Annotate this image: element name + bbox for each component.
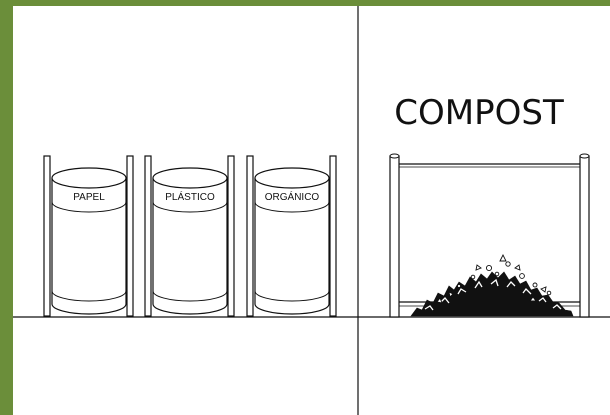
compost-post-left	[390, 156, 399, 317]
compost-post-right-cap	[580, 154, 589, 158]
bin-papel-label: PAPEL	[73, 192, 105, 203]
compost-bin	[390, 154, 589, 317]
compost-post-left-cap	[390, 154, 399, 158]
bin-organico-post-left	[247, 156, 253, 316]
bin-plastico-label: PLÁSTICO	[165, 190, 215, 203]
diagram-canvas: PAPEL PLÁSTICO ORGÁNICO	[13, 6, 610, 415]
compost-post-right	[580, 156, 589, 317]
bin-organico-rim	[255, 168, 329, 188]
bin-plastico-post-right	[228, 156, 234, 316]
bin-organico: ORGÁNICO	[247, 156, 336, 316]
bin-plastico: PLÁSTICO	[145, 156, 234, 316]
bin-papel-post-left	[44, 156, 50, 316]
bin-organico-label: ORGÁNICO	[265, 190, 320, 203]
bin-papel-post-right	[127, 156, 133, 316]
diagram-svg: PAPEL PLÁSTICO ORGÁNICO	[13, 6, 610, 415]
bin-organico-post-right	[330, 156, 336, 316]
compost-title: COMPOST	[394, 93, 564, 133]
bin-papel: PAPEL	[44, 156, 133, 316]
bin-papel-rim	[52, 168, 126, 188]
bin-plastico-post-left	[145, 156, 151, 316]
compost-pile	[411, 255, 573, 316]
bin-plastico-rim	[153, 168, 227, 188]
